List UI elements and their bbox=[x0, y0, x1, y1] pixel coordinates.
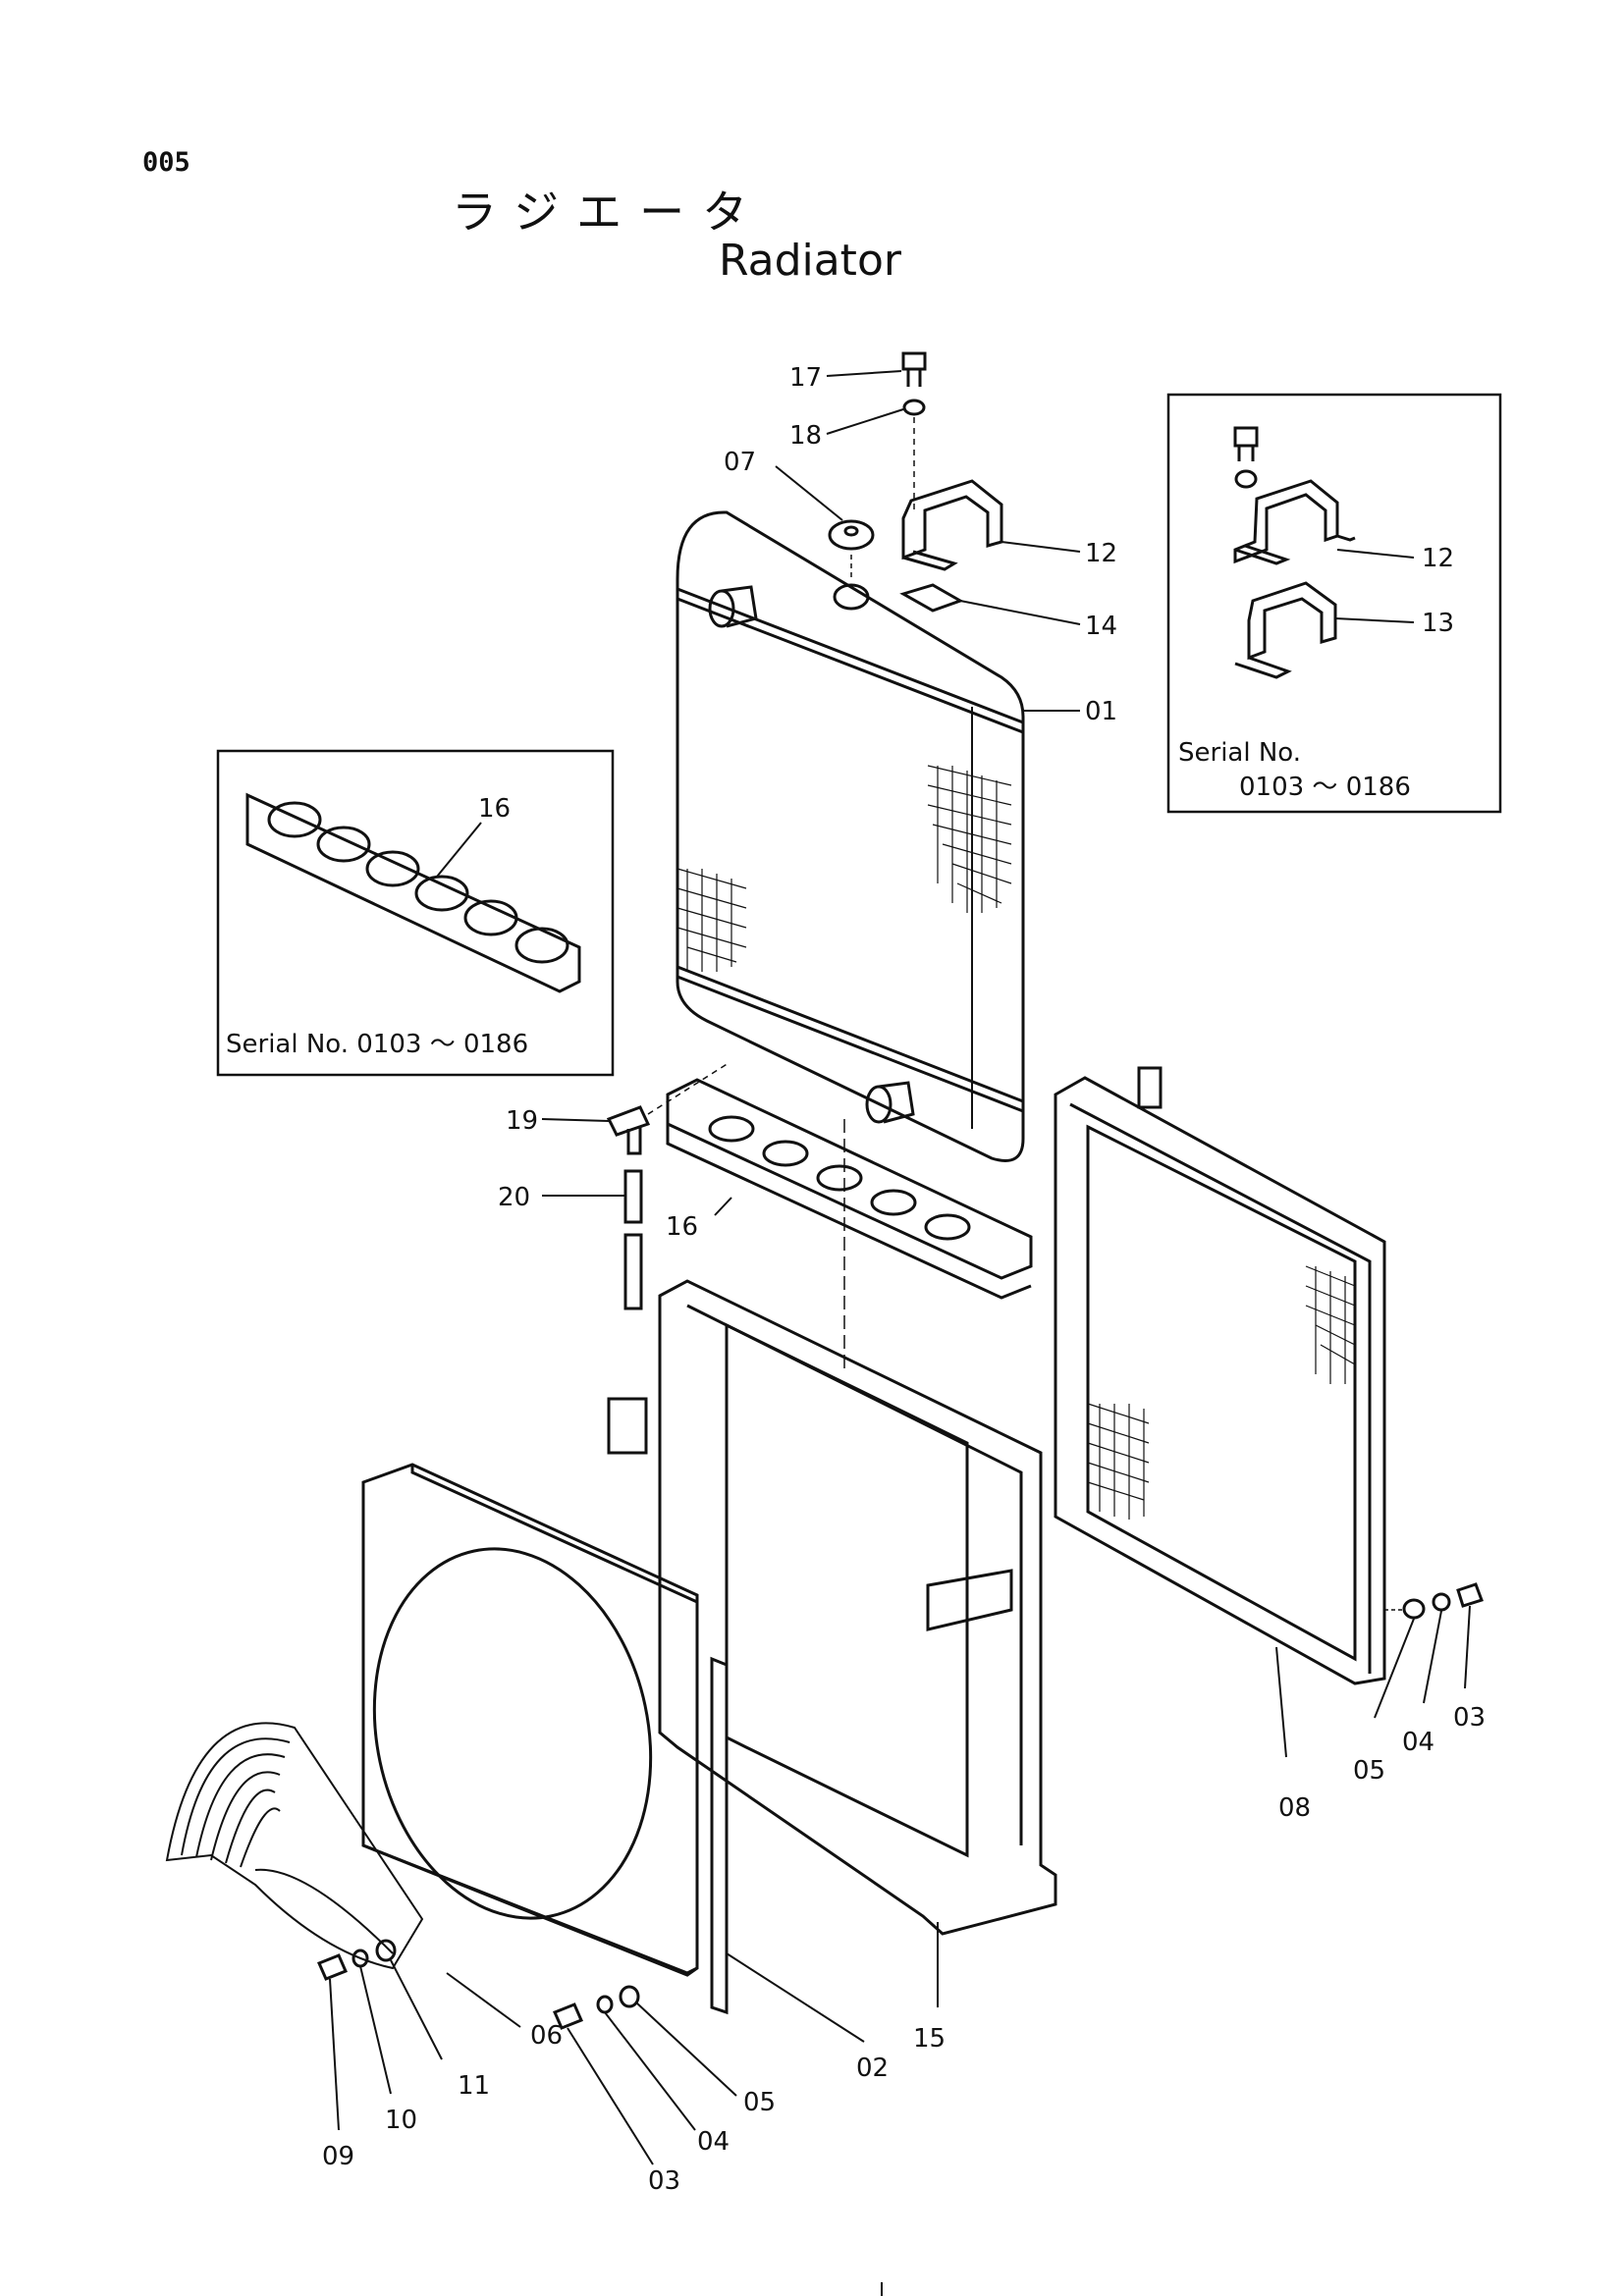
fan-shroud-06 bbox=[361, 1463, 699, 1977]
callout-11: 11 bbox=[458, 2071, 490, 2101]
plate-14 bbox=[899, 583, 964, 613]
callout-17: 17 bbox=[789, 363, 822, 393]
frame-15 bbox=[607, 1279, 1057, 1936]
page-number: 005 bbox=[142, 147, 190, 178]
callout-03-right: 03 bbox=[1453, 1703, 1486, 1733]
bolt-17 bbox=[901, 351, 927, 387]
callout-06: 06 bbox=[530, 2021, 563, 2051]
inset-right-callout-13: 13 bbox=[1422, 609, 1454, 638]
washer-18 bbox=[902, 399, 926, 416]
inset-left-serial: Serial No. 0103 〜 0186 bbox=[226, 1030, 528, 1059]
callout-09: 09 bbox=[322, 2142, 354, 2171]
callout-04-bottom: 04 bbox=[697, 2127, 730, 2157]
callout-07: 07 bbox=[724, 448, 756, 477]
callout-02: 02 bbox=[856, 2054, 889, 2083]
title-japanese: ラジエータ bbox=[452, 186, 766, 239]
inset-right-serial-line2: 0103 〜 0186 bbox=[1239, 773, 1411, 802]
gasket-02 bbox=[710, 1656, 729, 2015]
callout-19: 19 bbox=[506, 1106, 538, 1136]
seal-plate-16 bbox=[666, 1078, 1033, 1374]
callout-05-right: 05 bbox=[1353, 1756, 1385, 1786]
radiator-rear-08 bbox=[1054, 1066, 1386, 1685]
callout-14: 14 bbox=[1085, 612, 1117, 641]
hardware-right bbox=[1384, 1582, 1484, 1620]
callout-12: 12 bbox=[1085, 539, 1117, 568]
inset-right-box bbox=[1166, 393, 1502, 814]
callout-10: 10 bbox=[385, 2106, 417, 2135]
hose-20 bbox=[623, 1169, 643, 1310]
inset-left-callout-16: 16 bbox=[478, 794, 511, 824]
leader-lines bbox=[329, 370, 1471, 2165]
title-english: Radiator bbox=[719, 236, 901, 286]
fan-guard bbox=[165, 1722, 424, 1970]
callout-16: 16 bbox=[666, 1212, 698, 1242]
callout-15: 15 bbox=[913, 2024, 946, 2054]
callout-04-right: 04 bbox=[1402, 1728, 1434, 1757]
callout-05-bottom: 05 bbox=[743, 2088, 776, 2117]
inset-right-callout-12: 12 bbox=[1422, 544, 1454, 573]
callout-20: 20 bbox=[498, 1183, 530, 1212]
callout-01: 01 bbox=[1085, 697, 1117, 726]
fitting-19 bbox=[606, 1062, 730, 1155]
radiator-core-01 bbox=[676, 510, 1025, 1162]
inset-left-box bbox=[216, 749, 615, 1077]
bracket-12 bbox=[901, 479, 1003, 571]
inset-right-serial-line1: Serial No. bbox=[1178, 738, 1301, 768]
callout-08: 08 bbox=[1278, 1793, 1311, 1823]
callout-03-bottom: 03 bbox=[648, 2166, 680, 2196]
callout-18: 18 bbox=[789, 421, 822, 451]
hardware-bottom-left bbox=[317, 1939, 640, 2030]
